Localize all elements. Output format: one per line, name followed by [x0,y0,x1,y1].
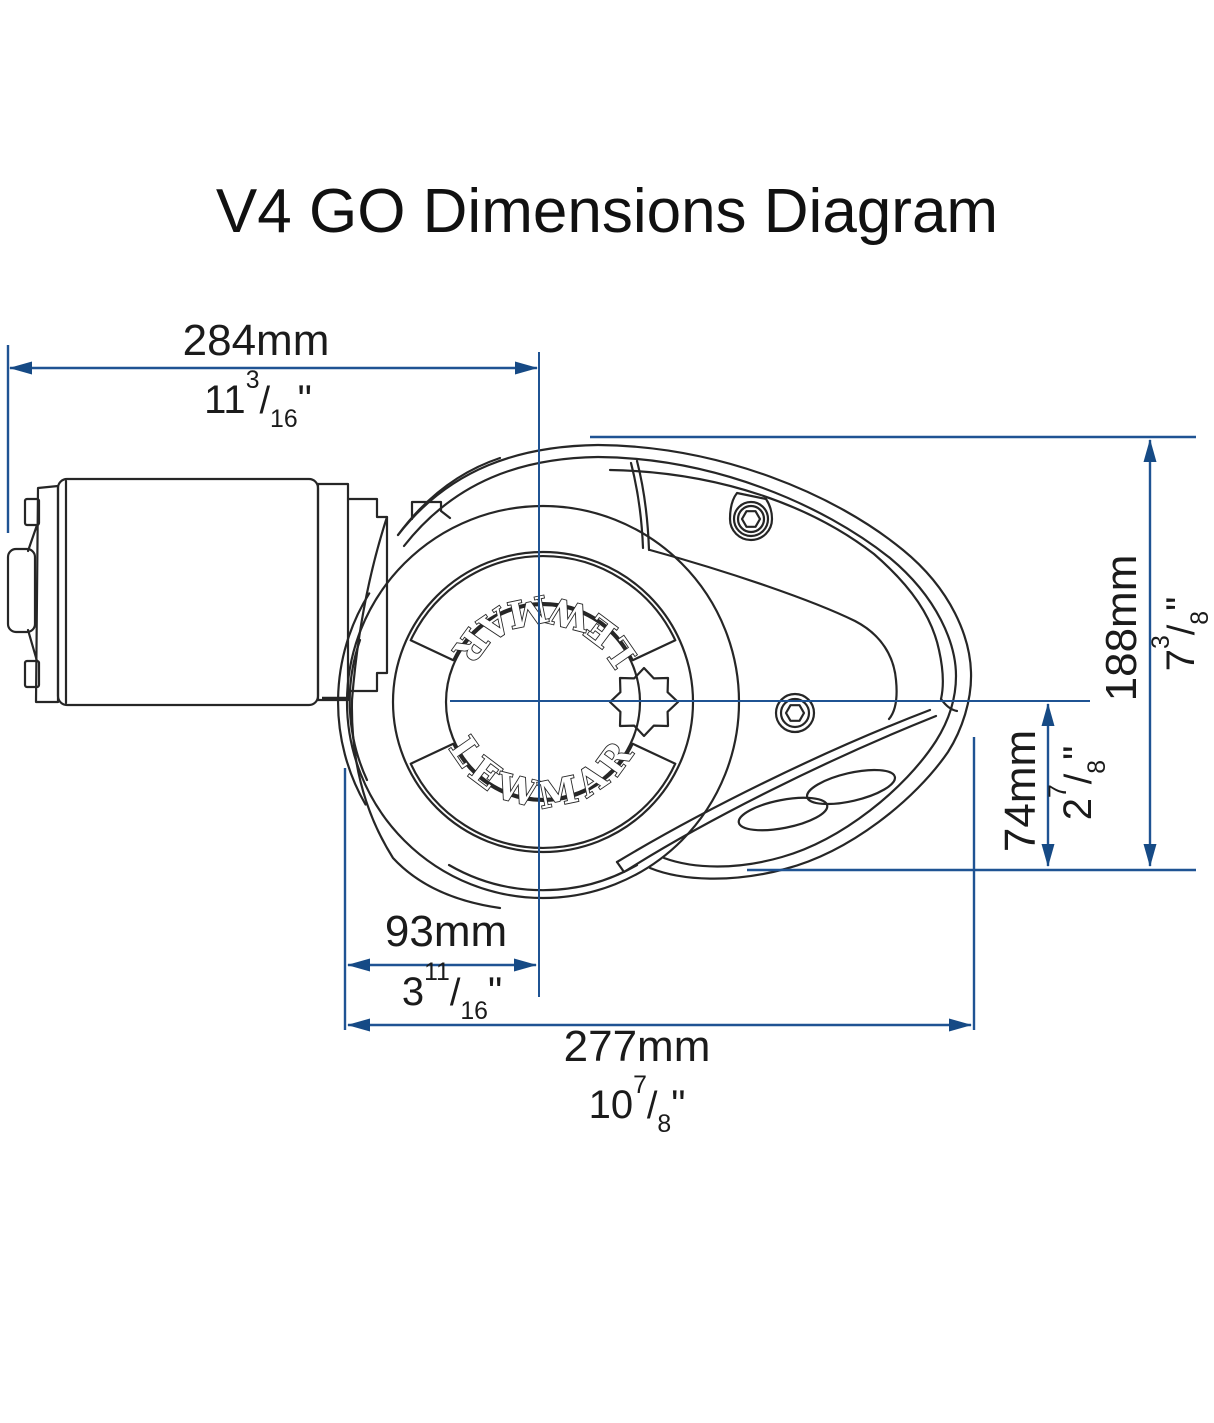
dimension-label-overall-height-inch: 73/8" [1148,596,1214,672]
cover-rim-line [402,455,958,868]
dimension-label-overall-height-mm: 188mm [1097,554,1146,702]
manual-drive-star [608,666,680,738]
gearbox-connector [346,497,389,693]
motor-terminal-boss [6,547,37,634]
motor-tab-bottom [23,659,41,689]
dimension-label-center-to-base-inch: 27/8" [1045,745,1112,821]
cap-screw-middle [774,692,816,734]
main-housing [336,456,502,910]
cap-screw-top [728,491,774,542]
dimension-label-overall-width-mm: 284mm [182,316,330,365]
brand-text-bottom: LEWMAR [441,729,645,818]
cover-ledge-upper [615,708,932,864]
motor-assembly [6,477,389,707]
housing-top-notch [410,500,452,521]
dimension-label-base-length-inch: 107/8" [588,1072,686,1139]
dimension-label-center-offset-mm: 93mm [384,907,508,956]
page-title: V4 GO Dimensions Diagram [215,177,999,246]
drum-second-circle [447,863,639,892]
dimension-label-base-length-mm: 277mm [563,1022,711,1071]
dimension-label-center-to-base-mm: 74mm [996,729,1045,853]
motor-tab-top [23,497,41,527]
cover-inner-rim-line [608,468,944,701]
drain-slot-left [737,796,829,832]
cover-left-cut [635,459,651,552]
cover-ledge-lower [615,714,938,874]
dimension-label-center-offset-inch: 311/16" [401,959,503,1026]
motor-body [56,477,320,707]
dimension-label-overall-width-inch: 113/16" [204,367,312,434]
drain-slot-right [805,768,897,806]
chain-pipe-cover [396,443,973,880]
brand-banner-top [409,555,677,662]
cover-face-edge [648,548,898,721]
brand-text-top: LEWMAR [441,586,645,675]
gearbox-flange [316,482,350,702]
brand-banner-bottom [409,742,677,849]
cover-outer-edge [396,443,973,880]
